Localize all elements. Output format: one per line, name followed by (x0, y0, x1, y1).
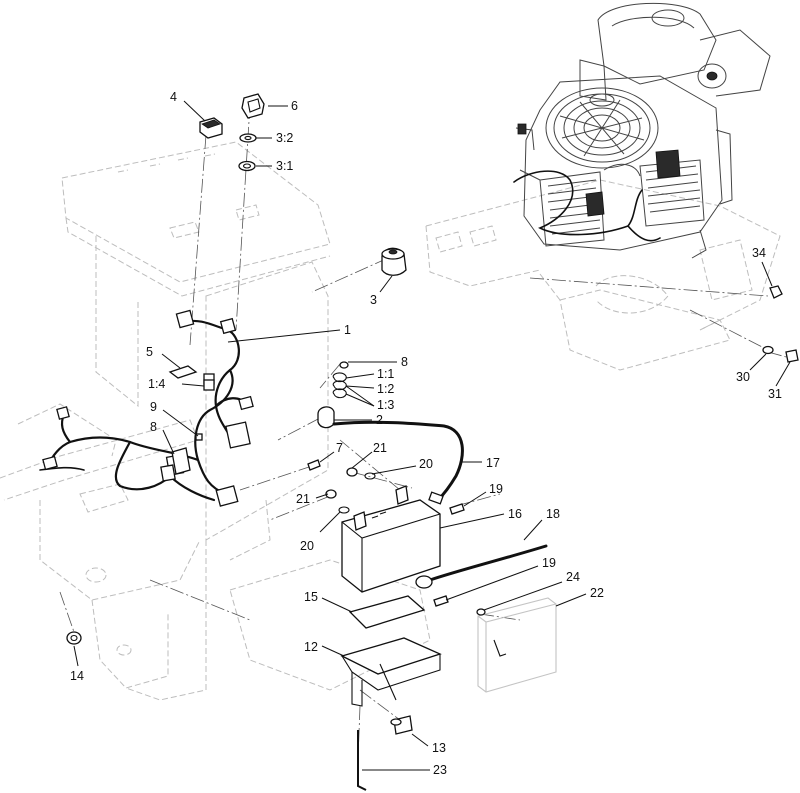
callout-18: 18 (546, 507, 560, 521)
part-23-rod (357, 730, 367, 791)
callout-1-3: 1:3 (377, 398, 394, 412)
callout-3: 3 (370, 293, 377, 307)
part-8-relay (171, 447, 191, 475)
part-20-washer (364, 472, 376, 480)
callout-21-top: 21 (373, 441, 387, 455)
part-14-grommet (66, 631, 82, 645)
callout-5: 5 (146, 345, 153, 359)
callout-34: 34 (752, 246, 766, 260)
frame-ghost-right (425, 179, 781, 371)
engine-assembly (513, 2, 771, 259)
callout-3-2: 3:2 (276, 131, 293, 145)
part-21-nut (346, 467, 358, 477)
part-34-nut (769, 285, 783, 299)
callout-4: 4 (170, 90, 177, 104)
part-9-diode (195, 433, 203, 441)
callout-13: 13 (432, 741, 446, 755)
part-1-terminals (332, 372, 347, 399)
callout-15: 15 (304, 590, 318, 604)
callout-22: 22 (590, 586, 604, 600)
callout-1-4: 1:4 (148, 377, 165, 391)
callout-2: 2 (376, 413, 383, 427)
part-16-battery (341, 485, 441, 593)
callout-19-top: 19 (489, 482, 503, 496)
callout-16: 16 (508, 507, 522, 521)
part-3-1-nut (238, 160, 256, 172)
part-3-ignition-switch (381, 247, 407, 276)
callout-1-2: 1:2 (377, 382, 394, 396)
part-8-rivet (339, 361, 349, 369)
callout-30: 30 (736, 370, 750, 384)
part-18-cable (415, 544, 548, 589)
callout-19-bottom: 19 (542, 556, 556, 570)
part-21-nut-2 (325, 489, 337, 499)
part-7-bolt (307, 459, 321, 471)
part-3-2-washer (239, 133, 257, 143)
part-1-4-connector (203, 379, 215, 391)
frame-ghost-left (0, 141, 431, 701)
part-20-washer-2 (338, 506, 350, 514)
part-30-washer (762, 345, 774, 355)
leader-lines (73, 100, 791, 771)
callout-12: 12 (304, 640, 318, 654)
part-5-clip (168, 365, 198, 379)
callout-20-top: 20 (419, 457, 433, 471)
part-15-pad (348, 595, 426, 629)
part-19-bolt (449, 503, 465, 515)
callout-labels: 4 6 3:2 3:1 3 1 5 8 1:1 1:2 1:3 1:4 9 2 … (70, 90, 782, 777)
part-19-bolt-2 (433, 595, 449, 607)
callout-23: 23 (433, 763, 447, 777)
part-6-bezel (241, 93, 265, 119)
callout-14: 14 (70, 669, 84, 683)
callout-17: 17 (486, 456, 500, 470)
callout-21-bottom: 21 (296, 492, 310, 506)
part-1-wire-harness (39, 309, 254, 507)
callout-1-1: 1:1 (377, 367, 394, 381)
part-4-switch (199, 117, 223, 139)
callout-31: 31 (768, 387, 782, 401)
callout-7: 7 (336, 441, 343, 455)
part-13-bolt (390, 715, 413, 735)
callout-1: 1 (344, 323, 351, 337)
callout-24: 24 (566, 570, 580, 584)
callout-8-bottom: 8 (150, 420, 157, 434)
part-17-battery-cable (332, 420, 464, 505)
callout-6: 6 (291, 99, 298, 113)
part-24-bolt (476, 608, 486, 616)
callout-20-bottom: 20 (300, 539, 314, 553)
callout-3-1: 3:1 (276, 159, 293, 173)
callout-9: 9 (150, 400, 157, 414)
part-31-bolt (785, 349, 799, 363)
part-22-cover (477, 597, 557, 693)
center-lines (59, 104, 791, 761)
callout-8-top: 8 (401, 355, 408, 369)
part-2-fuse-holder (317, 406, 335, 429)
part-12-tray (340, 637, 442, 707)
